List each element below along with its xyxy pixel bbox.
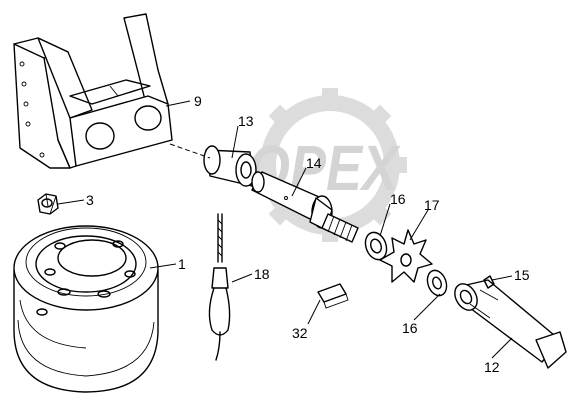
- part-cotter-pin-drawing: [483, 275, 495, 289]
- callout-cotter-pin: 15: [514, 267, 530, 283]
- callout-cable: 18: [254, 266, 270, 282]
- assembly-axis-line: [169, 143, 211, 159]
- part-bracket-drawing: [13, 13, 173, 169]
- callout-wheel-hub: 1: [178, 256, 186, 272]
- leader-lines: [57, 100, 513, 359]
- callout-key: 32: [292, 325, 308, 341]
- callout-bracket: 9: [194, 93, 202, 109]
- part-cable-drawing: [208, 213, 231, 361]
- part-number-labels: 9 13 14 3 16 17 1 18 15 32 16 12: [86, 93, 530, 375]
- part-pin-drawing: [203, 145, 257, 187]
- callout-flat-washer: 16: [402, 320, 418, 336]
- part-wheel-hub-drawing: [13, 225, 159, 393]
- callout-sprocket: 17: [424, 197, 440, 213]
- callout-shaft: 14: [306, 155, 322, 171]
- part-shaft-drawing: [251, 171, 359, 243]
- callout-spring-washer: 16: [390, 191, 406, 207]
- callout-pin: 13: [238, 113, 254, 129]
- part-bolt-shaft-drawing: [454, 279, 567, 369]
- callout-bolt-shaft: 12: [484, 359, 500, 375]
- part-sprocket-drawing: [379, 229, 433, 283]
- part-key-drawing: [317, 283, 349, 309]
- callout-nut: 3: [86, 192, 94, 208]
- part-nut-drawing: [37, 193, 59, 215]
- part-flat-washer-drawing: [426, 269, 448, 297]
